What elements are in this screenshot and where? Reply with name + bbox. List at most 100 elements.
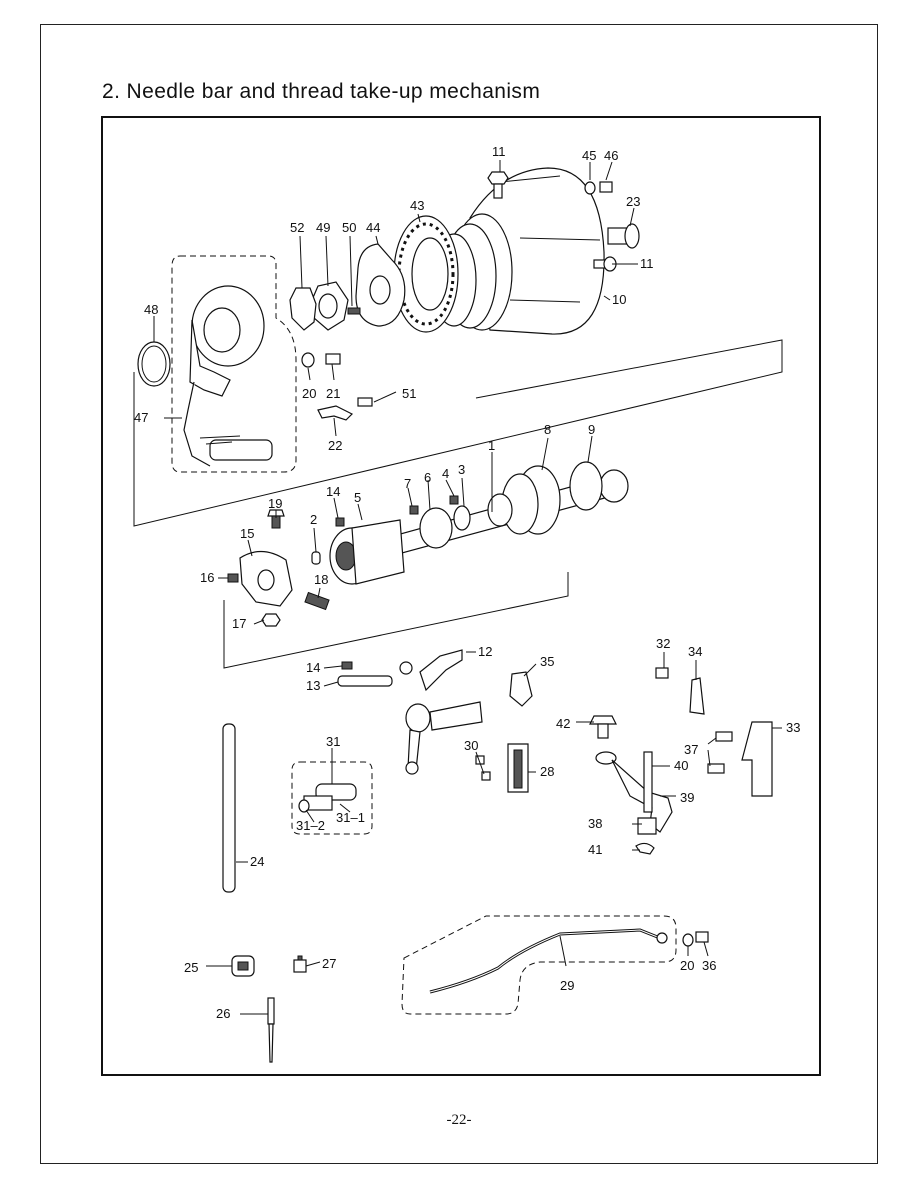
callout-38: 38 [588, 816, 602, 831]
screw-part-46 [599, 181, 613, 193]
guide-part-28 [507, 743, 529, 793]
screw-part-17 [261, 613, 281, 627]
callout-17: 17 [232, 616, 246, 631]
screw-part-36 [695, 931, 709, 943]
screw-part-50 [347, 307, 361, 315]
callout-40: 40 [674, 758, 688, 773]
callout-51: 51 [402, 386, 416, 401]
page-number: -22- [446, 1112, 472, 1128]
screw-part-14-shaft [335, 517, 345, 527]
screw-part-51 [357, 397, 373, 407]
group-outline-29 [401, 915, 677, 1015]
diagram-frame [101, 116, 821, 1076]
main-shaft-part-1 [329, 461, 629, 585]
callout-7: 7 [404, 476, 411, 491]
callout-39: 39 [680, 790, 694, 805]
washer-part-20-lower [682, 933, 694, 947]
washer-part-45 [584, 181, 596, 195]
pin-part-2 [311, 551, 321, 565]
screw-part-14-lower [341, 661, 353, 670]
callout-10: 10 [612, 292, 626, 307]
ring-part-49-hole [318, 293, 338, 319]
screw-part-7 [409, 505, 419, 515]
callout-45: 45 [582, 148, 596, 163]
callout-11: 11 [640, 256, 654, 271]
lever-part-12 [399, 649, 463, 692]
callout-14: 14 [306, 660, 320, 675]
ring-part-48-inner [141, 345, 167, 383]
callout-46: 46 [604, 148, 618, 163]
screw-part-21 [325, 353, 341, 365]
callout-44: 44 [366, 220, 380, 235]
callout-50: 50 [342, 220, 356, 235]
wire-part-29 [429, 928, 661, 994]
callout-35: 35 [540, 654, 554, 669]
callout-14: 14 [326, 484, 340, 499]
callout-4: 4 [442, 466, 449, 481]
callout-30: 30 [464, 738, 478, 753]
callout-42: 42 [556, 716, 570, 731]
screw-part-16 [227, 573, 239, 583]
plate-part-35 [509, 671, 533, 707]
callout-20: 20 [302, 386, 316, 401]
callout-18: 18 [314, 572, 328, 587]
crank-group-boundary [223, 572, 569, 669]
screws-part-37 [707, 731, 733, 774]
callout-31: 31 [326, 734, 340, 749]
callout-23: 23 [626, 194, 640, 209]
callout-9: 9 [588, 422, 595, 437]
bolt-part-23 [607, 223, 640, 249]
callout-8: 8 [544, 422, 551, 437]
presser-part-39 [595, 751, 673, 833]
callout-1: 1 [488, 438, 495, 453]
callout-2: 2 [310, 512, 317, 527]
pin-part-13 [337, 675, 393, 687]
callout-5: 5 [354, 490, 361, 505]
screw-part-11-top [487, 171, 509, 199]
washer-part-20-top [301, 352, 315, 368]
callout-43: 43 [410, 198, 424, 213]
callout-48: 48 [144, 302, 158, 317]
callout-25: 25 [184, 960, 198, 975]
clamp-part-25 [231, 955, 255, 977]
callout-47: 47 [134, 410, 148, 425]
callout-6: 6 [424, 470, 431, 485]
callout-28: 28 [540, 764, 554, 779]
encoder-disc-part-43 [393, 215, 459, 333]
callout-15: 15 [240, 526, 254, 541]
cam-plate-part-44 [355, 243, 406, 327]
callout-27: 27 [322, 956, 336, 971]
group-outline-31 [291, 761, 373, 835]
callout-36: 36 [702, 958, 716, 973]
needle-part-26 [267, 997, 275, 1063]
callout-19: 19 [268, 496, 282, 511]
bolt-part-42 [589, 715, 617, 739]
block-part-31 [298, 783, 357, 813]
screws-part-30 [475, 755, 491, 781]
bracket-part-33 [741, 721, 773, 797]
wire-eyelet-part-29 [656, 932, 668, 944]
bracket-part-34 [689, 677, 705, 715]
screw-part-18 [304, 591, 330, 611]
screw-part-27 [293, 955, 307, 973]
callout-12: 12 [478, 644, 492, 659]
screw-part-32 [655, 667, 669, 679]
spring-part-38 [637, 817, 657, 835]
crank-part-15 [239, 550, 293, 607]
leader-lines [153, 160, 782, 1015]
callout-20: 20 [680, 958, 694, 973]
plate-part-52 [289, 287, 317, 331]
callout-49: 49 [316, 220, 330, 235]
page-title: 2. Needle bar and thread take-up mechani… [102, 80, 541, 103]
callout-37: 37 [684, 742, 698, 757]
page-frame [40, 24, 878, 1164]
callout-labels: 11 45 46 23 11 10 43 52 49 50 44 48 47 2… [134, 144, 800, 1021]
callout-11: 11 [492, 144, 506, 159]
ring-part-48 [137, 341, 171, 387]
callout-3: 3 [458, 462, 465, 477]
callout-31-2: 31–2 [296, 818, 325, 833]
callout-41: 41 [588, 842, 602, 857]
callout-32: 32 [656, 636, 670, 651]
callout-33: 33 [786, 720, 800, 735]
